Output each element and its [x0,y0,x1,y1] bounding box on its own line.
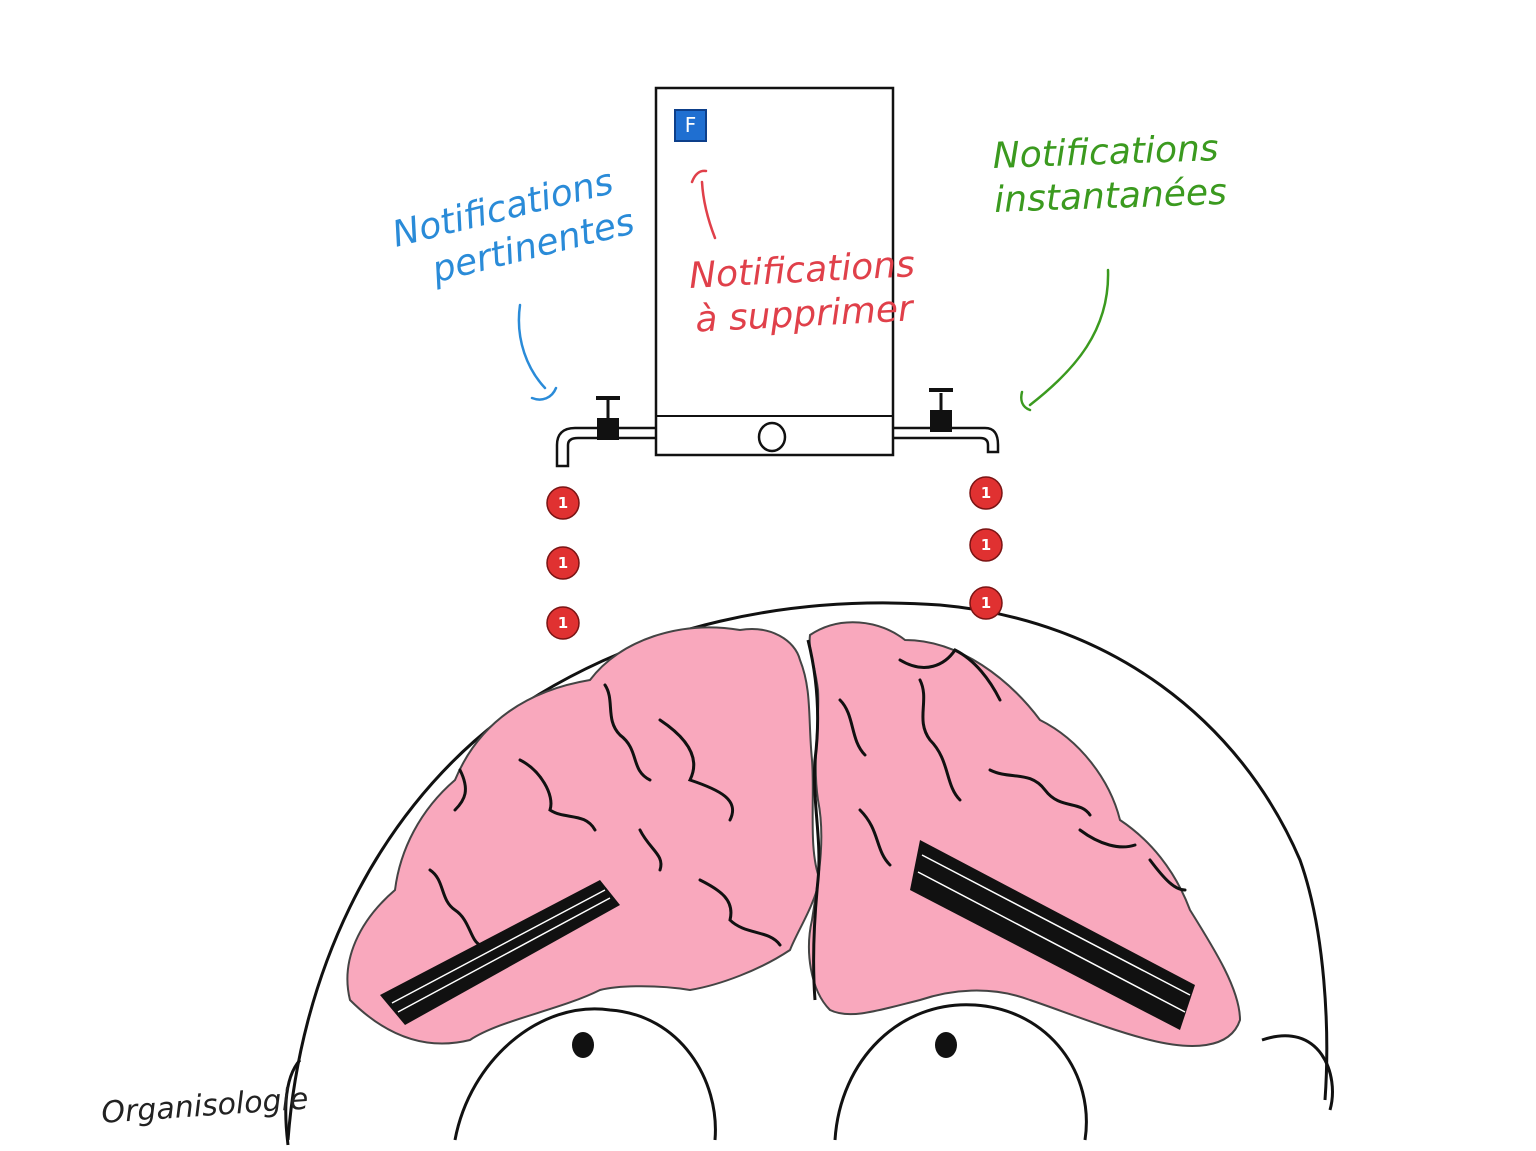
red-arrow-icon [690,169,717,240]
right-pipe [893,426,1000,454]
brain-folds-left [428,683,782,947]
left-faucet-valve-icon [596,396,620,440]
left-pipe [555,426,656,468]
brain-fissure [806,639,821,1001]
notification-badge-count: 1 [981,484,991,502]
notification-badge-right-3 [969,586,1003,620]
phone-home-button [757,421,787,453]
brain-right-hemisphere [808,621,1242,1047]
label-notifications-instantanees: Notifications instantanées [992,127,1228,223]
notification-badge-count: 1 [558,494,568,512]
head-outline-left-edge [284,1058,302,1146]
label-notifications-a-supprimer: Notifications à supprimer [688,243,918,343]
label-green-line2: instantanées [993,171,1228,221]
brain-left-hemisphere [346,626,822,1045]
eye-left [453,1007,717,1141]
head-outline [286,601,1329,1141]
notification-badge-left-3 [546,606,580,640]
eyebrow-right [910,840,1195,1030]
notification-badge-right-1 [969,476,1003,510]
notification-badge-right-2 [969,528,1003,562]
eye-right [833,1003,1088,1141]
blue-arrow-icon [517,303,558,401]
eyebrow-left [380,880,620,1025]
green-arrow-icon [1020,268,1110,412]
right-faucet-valve-icon [929,388,953,432]
notification-badge-count: 1 [981,594,991,612]
notification-badge-count: 1 [558,614,568,632]
facebook-app-icon: F [674,109,707,142]
notification-badge-count: 1 [981,536,991,554]
head-outline-right-edge [1261,1034,1334,1111]
notification-badges: 1 1 1 1 1 1 [546,476,1003,640]
brain-folds-right [838,648,1187,892]
notification-badge-count: 1 [558,554,568,572]
notification-badge-left-2 [546,546,580,580]
phone [654,86,895,457]
notification-badge-left-1 [546,486,580,520]
app-icon-letter: F [684,113,697,137]
